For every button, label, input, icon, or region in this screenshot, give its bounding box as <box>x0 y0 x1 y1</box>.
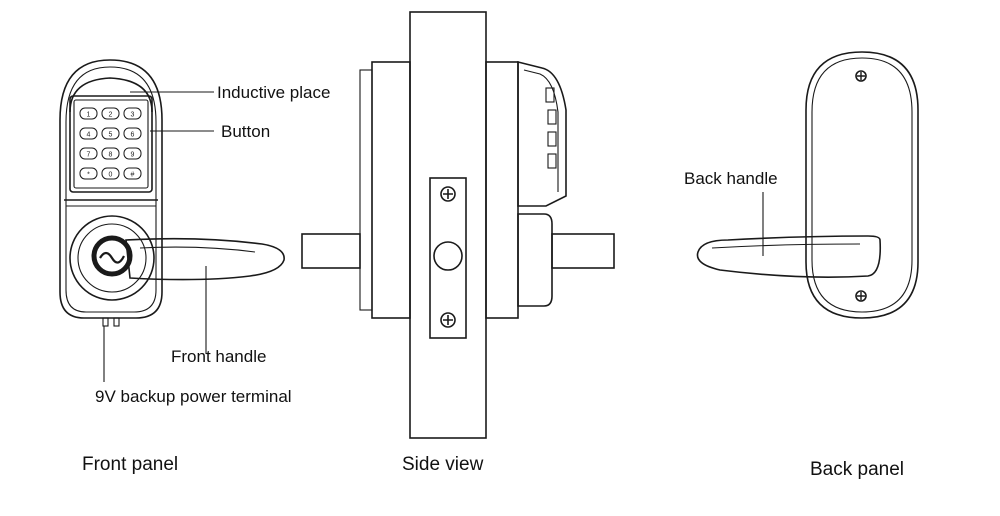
screw-cross-top <box>443 189 453 199</box>
keypad-key-label: 7 <box>87 151 91 158</box>
back-handle-edge <box>711 243 861 249</box>
side-front-lever <box>551 233 615 269</box>
keypad-key-shape <box>101 107 120 120</box>
side-key <box>545 87 555 103</box>
keypad-key-label: 1 <box>87 111 91 118</box>
keypad-key-shape <box>123 167 142 180</box>
door-slab <box>409 11 487 439</box>
front-rosette-inner <box>77 223 147 293</box>
back-screw-top <box>855 70 867 82</box>
side-rosette <box>517 213 553 307</box>
keypad-key-shape <box>79 107 98 120</box>
latch-faceplate <box>429 177 467 339</box>
terminal-pin-2 <box>113 317 120 327</box>
keypad-key-label: # <box>131 171 135 178</box>
side-key <box>547 131 557 147</box>
label-front-handle: Front handle <box>171 347 266 366</box>
side-key <box>547 109 557 125</box>
keypad-key: # <box>123 167 142 180</box>
front-escutcheon-inner <box>65 66 157 313</box>
side-keys <box>545 87 557 169</box>
side-back-lever <box>301 233 361 269</box>
front-escutcheon <box>59 59 163 319</box>
side-back-plate <box>371 61 411 319</box>
keypad-key: 7 <box>79 147 98 160</box>
front-handle <box>125 237 285 281</box>
label-back-handle: Back handle <box>684 169 778 188</box>
keypad-key: 8 <box>101 147 120 160</box>
keypad-key-label: 9 <box>131 151 135 158</box>
terminal-pin-1 <box>102 317 109 327</box>
keypad-key: * <box>79 167 98 180</box>
front-panel-drawing: 1 2 3 4 5 6 7 8 9 * 0 # <box>59 59 285 327</box>
caption-front-panel: Front panel <box>82 454 178 475</box>
side-keypad-housing <box>517 60 567 207</box>
keypad-key-label: 8 <box>109 151 113 158</box>
keypad-key-shape <box>79 147 98 160</box>
keypad-key-shape <box>101 127 120 140</box>
back-screw-cross-top <box>857 72 865 80</box>
keypad-key-label: 2 <box>109 111 113 118</box>
key-slot <box>99 251 125 264</box>
side-view-drawing <box>301 11 615 439</box>
keypad-key-label: * <box>87 171 90 178</box>
inductive-area <box>69 77 153 113</box>
keypad-inner <box>73 99 149 189</box>
side-key <box>547 153 557 169</box>
keypad-key: 3 <box>123 107 142 120</box>
back-screw-bottom <box>855 290 867 302</box>
side-front-plate <box>485 61 519 319</box>
keypad-key: 9 <box>123 147 142 160</box>
keypad-key-shape <box>79 127 98 140</box>
back-panel-drawing <box>696 51 919 319</box>
label-inductive-place: Inductive place <box>217 83 330 102</box>
front-rosette <box>69 215 155 301</box>
keypad-key-shape <box>123 107 142 120</box>
back-screw-cross-bottom <box>857 292 865 300</box>
faceplate-screw-bottom <box>440 312 456 328</box>
keypad-key-shape <box>123 127 142 140</box>
keypad-key-shape <box>101 167 120 180</box>
keypad-key: 4 <box>79 127 98 140</box>
label-backup-power: 9V backup power terminal <box>95 387 292 406</box>
back-handle <box>696 235 882 278</box>
keypad-key-shape <box>101 147 120 160</box>
front-leaders <box>103 91 214 382</box>
keypad-key-shape <box>79 167 98 180</box>
back-escutcheon <box>805 51 919 319</box>
keypad-key-label: 5 <box>109 131 113 138</box>
front-handle-edge <box>139 246 256 253</box>
keypad-key-label: 4 <box>87 131 91 138</box>
latch-bolt <box>433 241 463 271</box>
keypad-key: 1 <box>79 107 98 120</box>
keypad-key: 6 <box>123 127 142 140</box>
screw-cross-bottom <box>443 315 453 325</box>
faceplate-screw-top <box>440 186 456 202</box>
keypad-key: 2 <box>101 107 120 120</box>
keypad-key-label: 3 <box>131 111 135 118</box>
keypad-frame <box>69 95 153 193</box>
side-back-plate-edge <box>359 69 373 311</box>
caption-side-view: Side view <box>402 454 484 475</box>
keypad-key-label: 0 <box>109 171 113 178</box>
keypad: 1 2 3 4 5 6 7 8 9 * 0 # <box>79 107 142 180</box>
side-keypad-edge <box>523 69 559 192</box>
label-button: Button <box>221 122 270 141</box>
caption-back-panel: Back panel <box>810 459 904 480</box>
back-escutcheon-inner <box>811 57 913 313</box>
keypad-key-label: 6 <box>131 131 135 138</box>
keypad-key: 0 <box>101 167 120 180</box>
keypad-key-shape <box>123 147 142 160</box>
keypad-key: 5 <box>101 127 120 140</box>
